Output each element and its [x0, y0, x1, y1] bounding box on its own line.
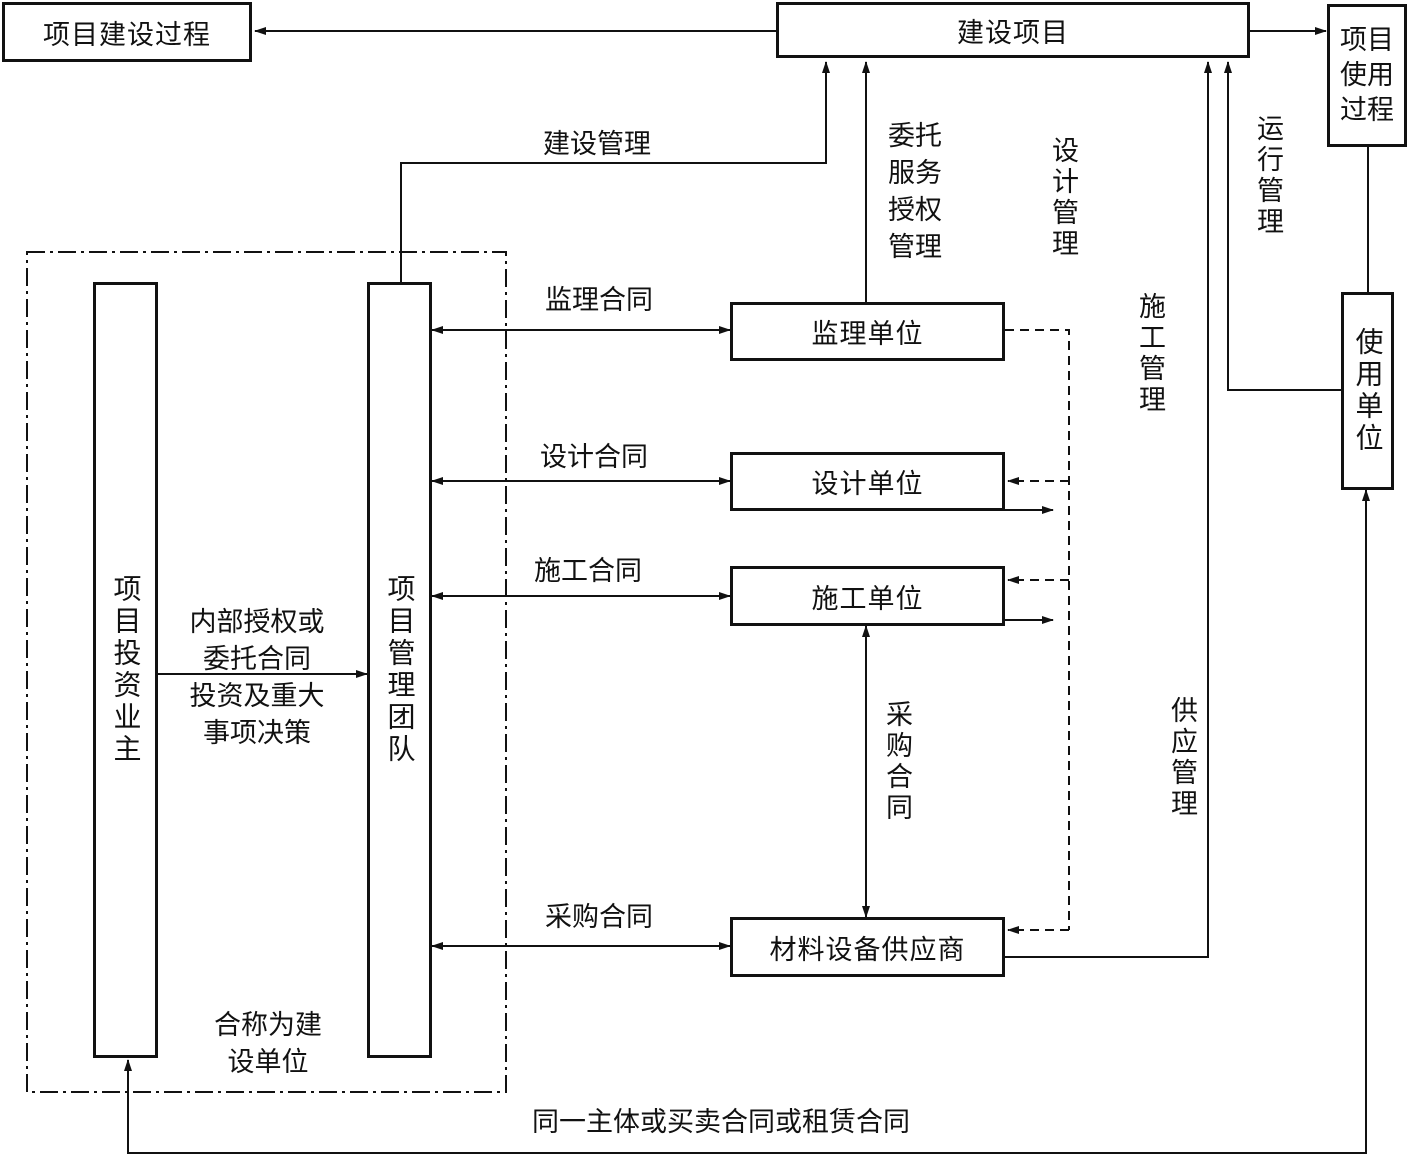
construction-process-label: 项目建设过程: [43, 19, 211, 51]
construction-project-box: 建设项目: [776, 2, 1250, 58]
design-contract-label: 设计合同: [540, 442, 648, 473]
collectively-called-label: 合称为建 设单位: [214, 1010, 322, 1078]
investor-owner-label: 项目投资业主: [109, 574, 143, 766]
usage-process-label: 项目 使用 过程: [1340, 25, 1394, 126]
design-management-label: 设计管理: [1047, 136, 1078, 260]
designer-box: 设计单位: [730, 452, 1005, 511]
construction-contract-label: 施工合同: [534, 556, 642, 587]
construction-process-box: 项目建设过程: [2, 2, 252, 62]
arrow-bottom-contract: [124, 489, 1370, 1154]
arrow-operation-management: [1224, 61, 1342, 391]
supply-management-label: 供应管理: [1166, 696, 1197, 820]
supervisor-label: 监理单位: [811, 319, 924, 350]
designer-label: 设计单位: [811, 469, 924, 500]
investor-owner-box: 项目投资业主: [93, 282, 158, 1058]
bottom-contract-label: 同一主体或买卖合同或租赁合同: [532, 1107, 910, 1138]
pm-team-label: 项目管理团队: [383, 574, 417, 766]
construction-mgmt-vertical-label: 施工管理: [1134, 292, 1165, 416]
pm-team-box: 项目管理团队: [367, 282, 432, 1058]
supervision-contract-label: 监理合同: [545, 285, 653, 316]
supplier-label: 材料设备供应商: [769, 934, 966, 966]
supplier-box: 材料设备供应商: [730, 917, 1005, 977]
operation-management-label: 运行管理: [1252, 114, 1283, 238]
construction-management-label: 建设管理: [543, 129, 651, 160]
construction-project-label: 建设项目: [957, 17, 1069, 49]
internal-authorization-label: 内部授权或 委托合同: [189, 607, 325, 675]
arrow-construction-management: [400, 61, 830, 283]
usage-process-box: 项目 使用 过程: [1327, 4, 1407, 147]
user-unit-label: 使用单位: [1351, 327, 1385, 455]
contractor-label: 施工单位: [811, 583, 924, 615]
contractor-box: 施工单位: [730, 566, 1005, 626]
procurement-contract-v-label: 采购合同: [881, 700, 912, 824]
user-unit-box: 使用单位: [1341, 292, 1394, 490]
procurement-contract-h-label: 采购合同: [545, 902, 653, 933]
entrusted-service-label: 委托 服务 授权 管理: [888, 121, 942, 263]
dashed-supervision-main: [1005, 329, 1070, 930]
investment-decision-label: 投资及重大 事项决策: [189, 681, 325, 749]
supervisor-box: 监理单位: [730, 302, 1005, 361]
